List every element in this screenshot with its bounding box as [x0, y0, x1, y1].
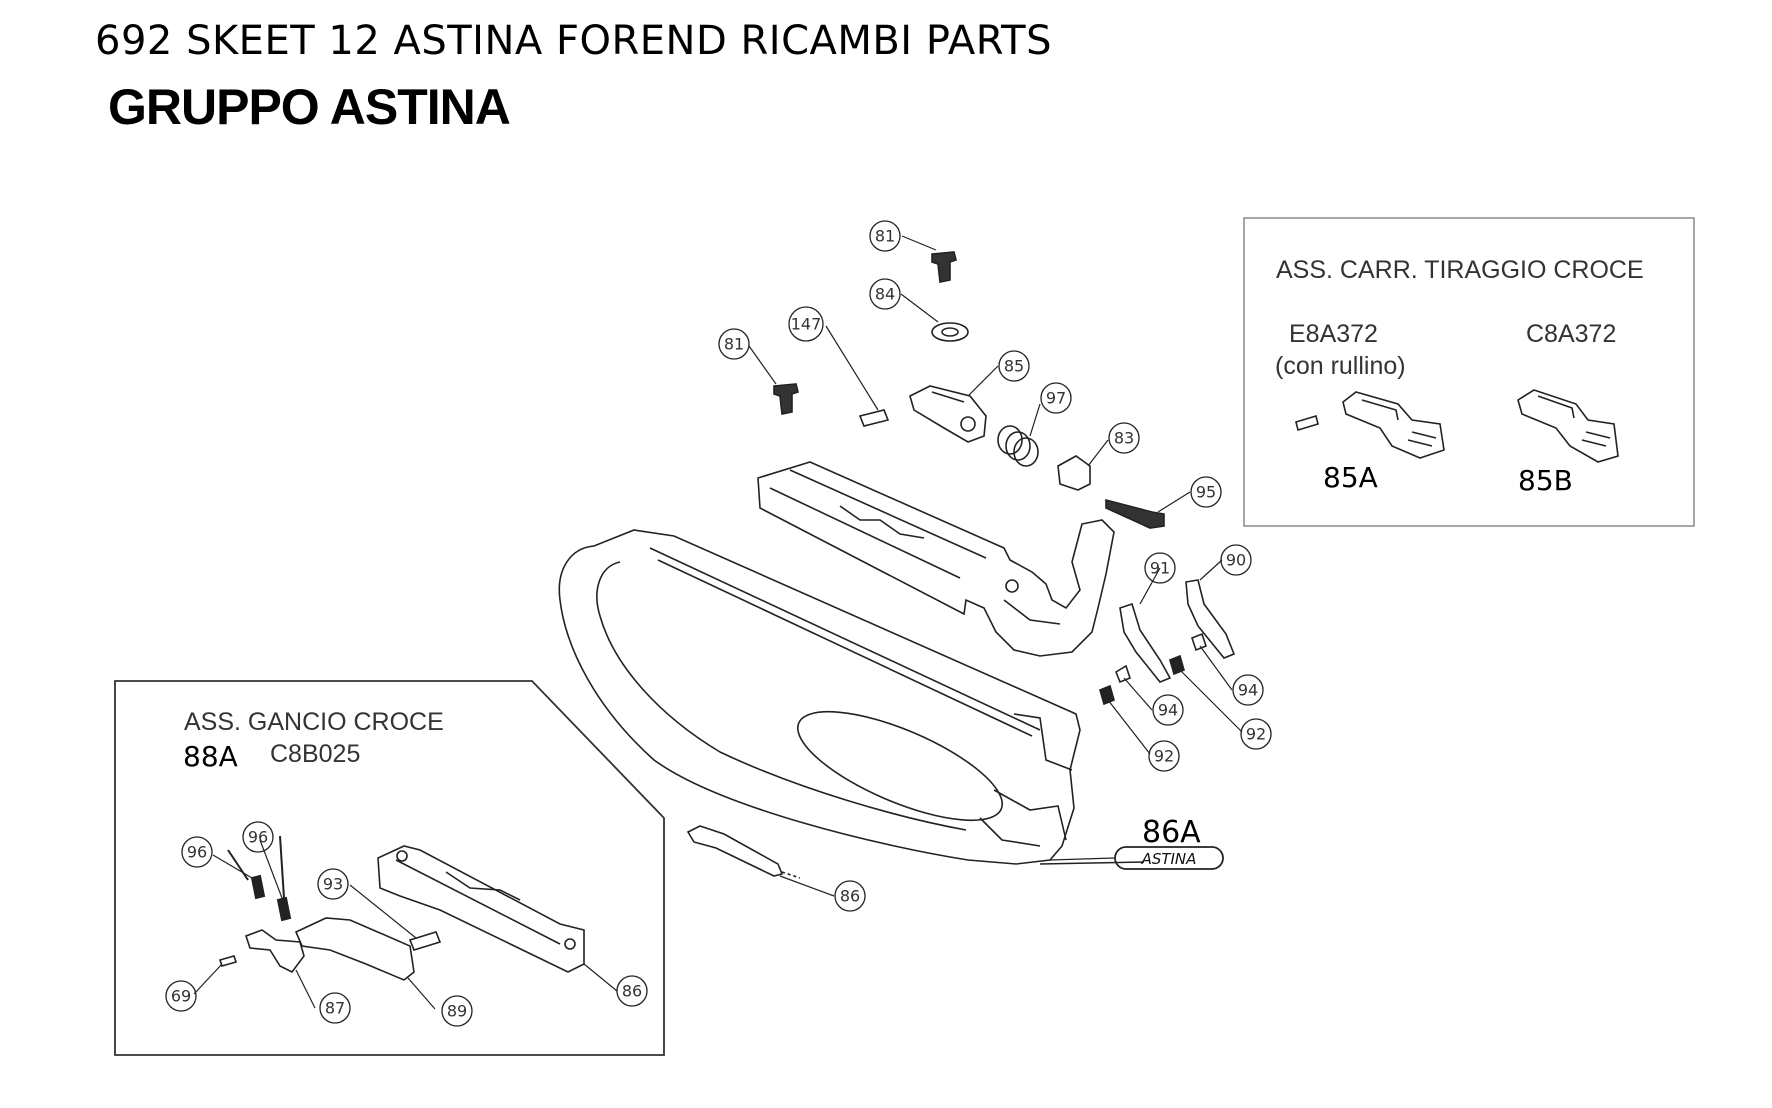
- callout-circle-86-main: [834, 880, 866, 912]
- hook-box-part: 88A: [183, 740, 238, 773]
- callout-92a: 92: [1154, 747, 1174, 766]
- callout-circle-94b: [1232, 674, 1264, 706]
- callout-circle-94a: [1152, 694, 1184, 726]
- callout-95: 95: [1196, 483, 1216, 502]
- hook-assembly-box: [114, 680, 665, 1056]
- group-title: GRUPPO ASTINA: [108, 79, 511, 135]
- callout-91: 91: [1150, 559, 1170, 578]
- callout-147: 147: [791, 315, 822, 334]
- page-title: 692 SKEET 12 ASTINA FOREND RICAMBI PARTS: [95, 18, 1052, 64]
- callout-93: 93: [323, 875, 343, 894]
- callout-97: 97: [1046, 389, 1066, 408]
- callout-circle-147: [788, 306, 824, 342]
- pin-69-drawing: [218, 955, 238, 967]
- carriage-box-title: ASS. CARR. TIRAGGIO CROCE: [1276, 256, 1644, 284]
- callout-86-main: 86: [840, 887, 860, 906]
- part-87-drawing: [244, 929, 305, 974]
- callout-circle-97: [1040, 382, 1072, 414]
- astina-stamp-outline: [1114, 846, 1224, 870]
- callout-81-top: 81: [875, 227, 895, 246]
- callout-85: 85: [1004, 357, 1024, 376]
- callout-circle-92b: [1240, 718, 1272, 750]
- part-85b-drawing: [1517, 389, 1619, 463]
- screw-81-left-drawing: [773, 383, 799, 415]
- spring-96-drawings: [227, 835, 292, 922]
- pin-94a-drawing: [1115, 664, 1131, 684]
- callout-96b: 96: [248, 828, 268, 847]
- callout-circles: [165, 220, 1272, 1027]
- callout-circle-84: [869, 278, 901, 310]
- carriage-left-code: E8A372: [1289, 320, 1378, 348]
- callout-circle-91: [1144, 552, 1176, 584]
- callout-96a: 96: [187, 843, 207, 862]
- hook-box-code: C8B025: [270, 740, 360, 768]
- spring-97-drawing: [997, 425, 1039, 467]
- callout-94b: 94: [1238, 681, 1258, 700]
- carriage-left-part: 85A: [1323, 461, 1378, 494]
- hook-box-title: ASS. GANCIO CROCE: [184, 708, 444, 736]
- callout-89: 89: [447, 1002, 467, 1021]
- callout-circle-81-top: [869, 220, 901, 252]
- callout-90: 90: [1226, 551, 1246, 570]
- callout-circle-93: [317, 868, 349, 900]
- callout-circle-81-left: [718, 328, 750, 360]
- callout-circle-87: [319, 992, 351, 1024]
- hook-body-drawing: [377, 845, 585, 973]
- callout-circle-90: [1220, 544, 1252, 576]
- carriage-assembly-box: [1243, 217, 1695, 527]
- callout-circle-95: [1190, 476, 1222, 508]
- spring-92b-drawing: [1169, 654, 1185, 676]
- callout-circle-83: [1108, 422, 1140, 454]
- callout-92b: 92: [1246, 725, 1266, 744]
- lever-91-drawing: [1119, 602, 1172, 683]
- pin-147-drawing: [858, 409, 890, 427]
- carriage-left-note: (con rullino): [1275, 352, 1406, 380]
- leader-lines: [193, 235, 1243, 1010]
- forend-wood-drawing: [558, 529, 1145, 865]
- part-85a-drawing: [1295, 391, 1445, 459]
- lever-90-drawing: [1185, 579, 1236, 659]
- callout-circle-69: [165, 980, 197, 1012]
- forend-part-label: 86A: [1142, 815, 1201, 850]
- callout-circle-96a: [181, 836, 213, 868]
- callout-87: 87: [325, 999, 345, 1018]
- callout-circle-86-hook: [616, 975, 648, 1007]
- screw-81-top-drawing: [931, 251, 957, 283]
- callout-69: 69: [171, 987, 191, 1006]
- callout-circle-85: [998, 350, 1030, 382]
- part-83-drawing: [1057, 455, 1091, 491]
- callout-84: 84: [875, 285, 895, 304]
- callout-94a: 94: [1158, 701, 1178, 720]
- callout-83: 83: [1114, 429, 1134, 448]
- astina-stamp-text: ASTINA: [1141, 850, 1197, 868]
- forend-iron-drawing: [757, 461, 1115, 657]
- carriage-right-part: 85B: [1518, 464, 1573, 497]
- part-86-latch-drawing: [686, 825, 784, 877]
- washer-84-drawing: [931, 322, 969, 342]
- pin-94b-drawing: [1191, 632, 1207, 652]
- callout-81-left: 81: [724, 335, 744, 354]
- pin-95-drawing: [1105, 498, 1165, 529]
- pin-93-drawing: [408, 931, 442, 951]
- callout-86-hook: 86: [622, 982, 642, 1001]
- callout-circle-92a: [1148, 740, 1180, 772]
- spring-92a-drawing: [1099, 684, 1115, 706]
- callout-circle-96b: [242, 821, 274, 853]
- part-89-drawing: [294, 917, 415, 981]
- carriage-right-code: C8A372: [1526, 320, 1616, 348]
- part-85-drawing: [909, 385, 987, 443]
- callout-circle-89: [441, 995, 473, 1027]
